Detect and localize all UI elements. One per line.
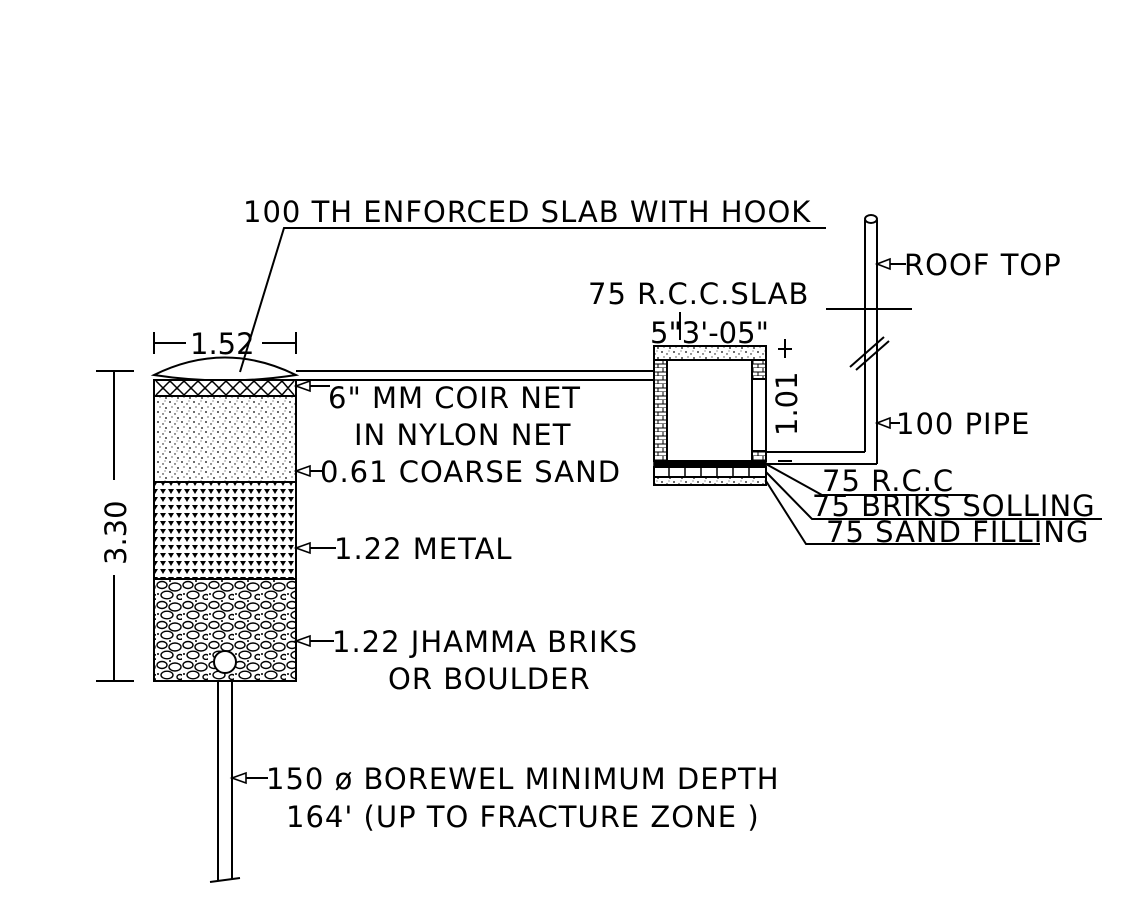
connecting-pipe [296, 370, 654, 381]
metal-label: 1.22 METAL [334, 532, 513, 566]
coir-net-label-2: IN NYLON NET [354, 418, 571, 452]
width-label: 1.52 [190, 327, 255, 361]
pit-layer-labels: 6" MM COIR NET IN NYLON NET 0.61 COARSE … [229, 379, 780, 834]
recharge-pit [150, 356, 300, 883]
sand-filling-label: 75 SAND FILLING [826, 515, 1089, 549]
rcc-label: 75 R.C.C [822, 464, 954, 498]
coarse-sand-label: 0.61 COARSE SAND [320, 455, 621, 489]
borewell-opening [213, 650, 237, 674]
filter-chamber [653, 345, 767, 486]
metal-layer [153, 481, 297, 580]
roof-top-label: ROOF TOP [904, 248, 1062, 282]
rcc-slab-label: 75 R.C.C.SLAB [588, 277, 809, 311]
base-layer-annotations: 75 R.C.C 75 BRIKS SOLLING 75 SAND FILLIN… [765, 463, 1102, 549]
pipe-annotation: 100 PIPE [874, 407, 1030, 441]
enforced-slab-label: 100 TH ENFORCED SLAB WITH HOOK [243, 195, 811, 229]
enforced-slab-leader [239, 227, 826, 373]
width-dimension: 1.52 [153, 327, 297, 361]
chamber-height-label: 1.01 [770, 371, 804, 436]
coarse-sand-layer [153, 395, 297, 483]
jhamma-label-1: 1.22 JHAMMA BRIKS [332, 625, 638, 659]
pipe-label: 100 PIPE [896, 407, 1030, 441]
borewell-label-2: 164' (UP TO FRACTURE ZONE ) [286, 800, 760, 834]
height-dimension: 3.30 [96, 370, 134, 682]
chamber-sand-filling [653, 476, 767, 486]
chamber-left-wall [653, 359, 668, 462]
briks-solling-label: 75 BRIKS SOLLING [812, 489, 1096, 523]
rcc-slab-annotation: 75 R.C.C.SLAB 5"3'-05" 1.01 [588, 277, 912, 462]
boulder-layer [153, 578, 297, 682]
roof-top-annotation: ROOF TOP [874, 248, 1062, 282]
coir-net-label-1: 6" MM COIR NET [328, 381, 581, 415]
jhamma-label-2: OR BOULDER [388, 662, 591, 696]
chamber-cavity [666, 359, 753, 462]
height-label: 3.30 [99, 500, 133, 565]
slab-dims-label: 5"3'-05" [650, 316, 769, 350]
borewell-label-1: 150 ø BOREWEL MINIMUM DEPTH [266, 762, 780, 796]
coir-net-cross-hatch [155, 380, 295, 396]
